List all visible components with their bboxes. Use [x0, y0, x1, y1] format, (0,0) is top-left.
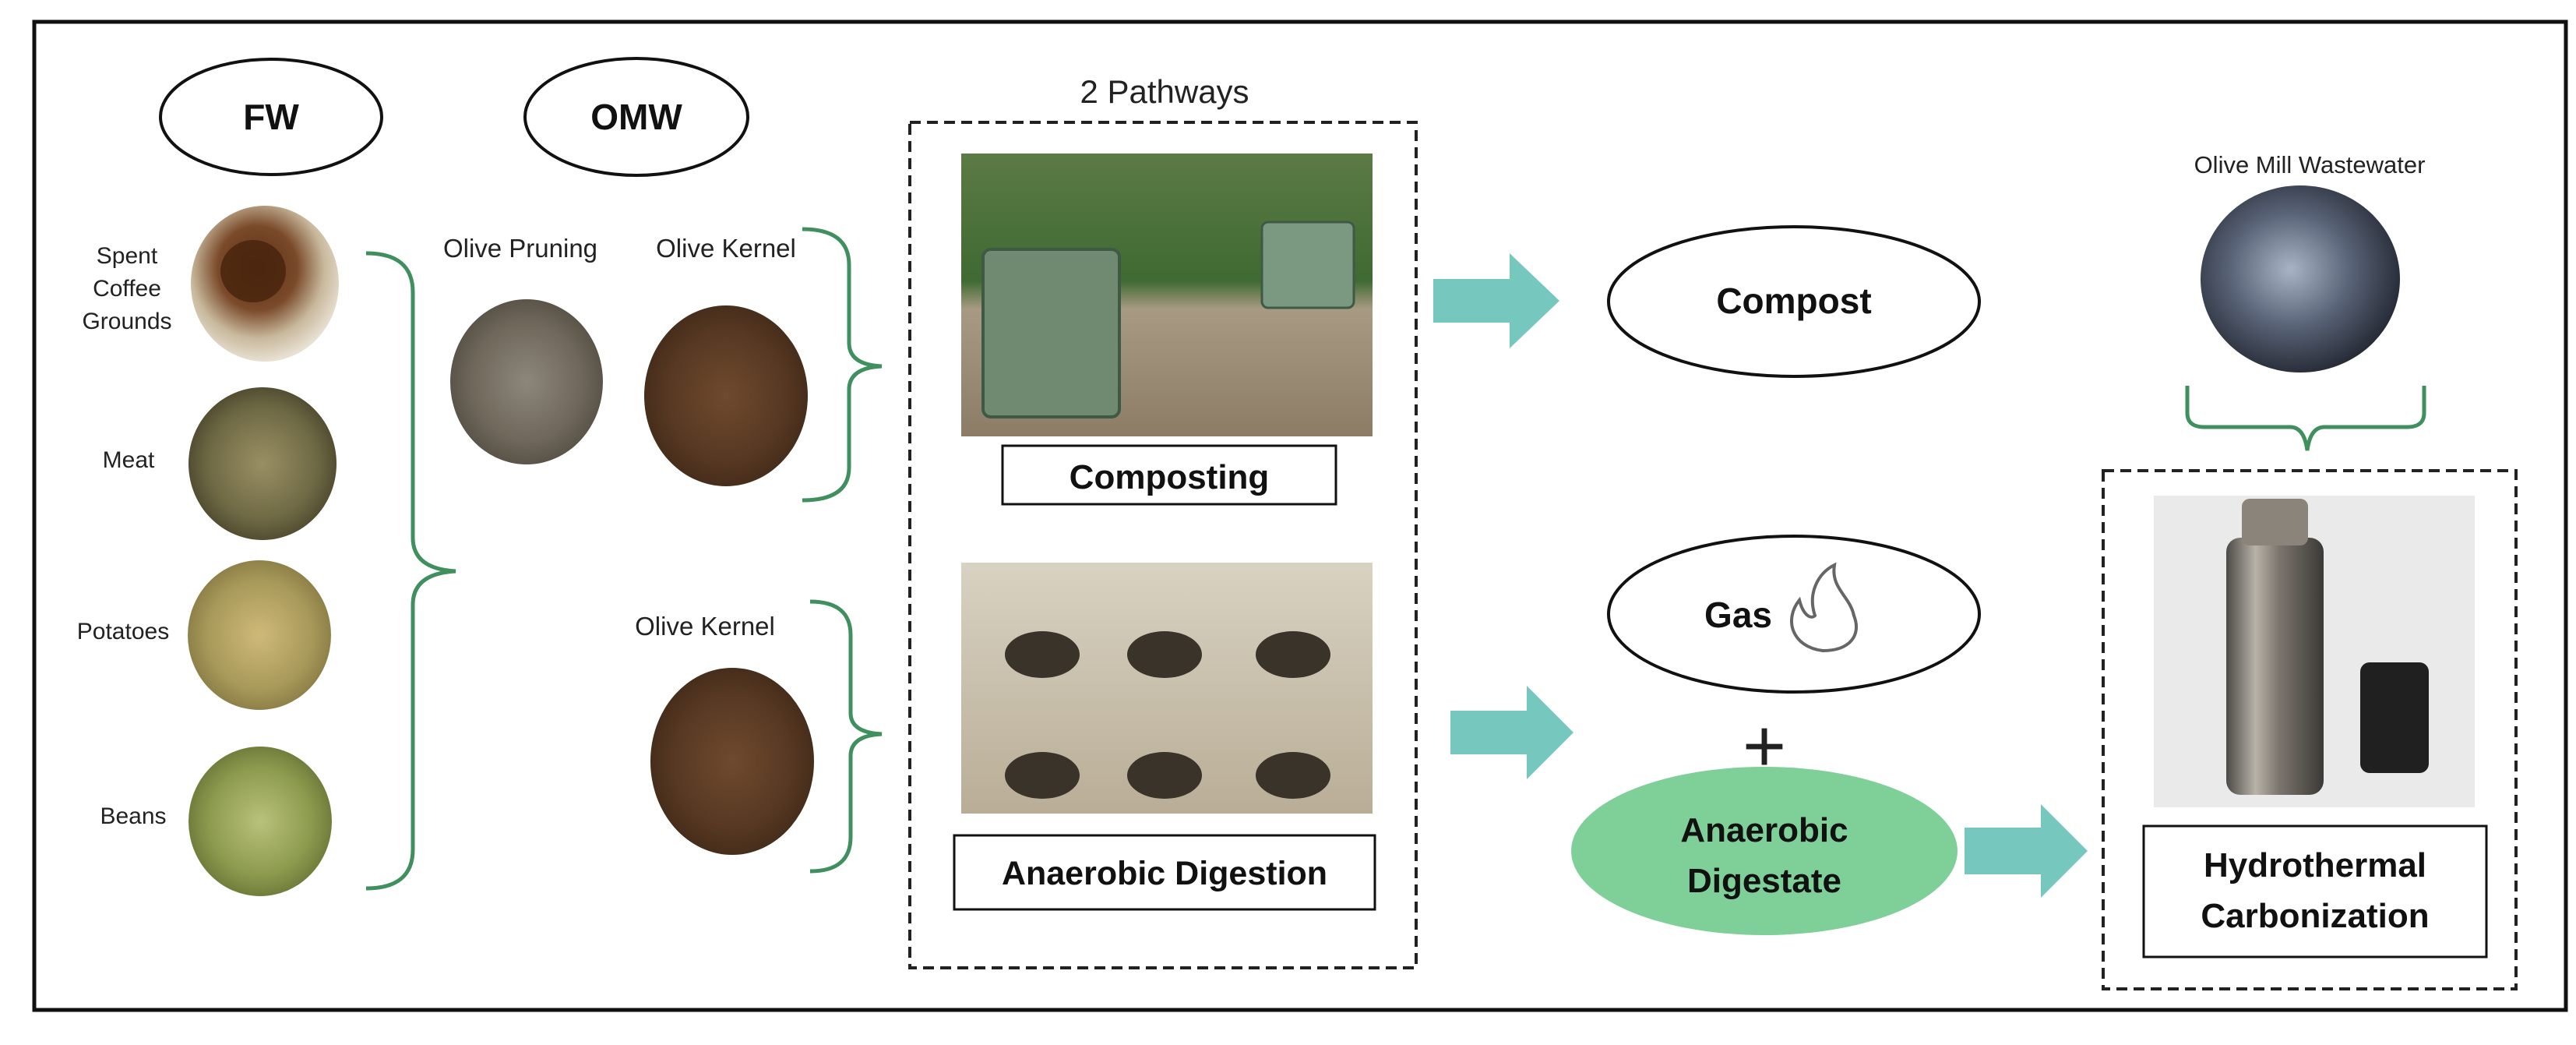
- spent-coffee-image-detail: [220, 240, 286, 302]
- htc-box: [2102, 469, 2518, 990]
- flame-icon: [1790, 562, 1859, 653]
- olive-mill-wastewater-label: Olive Mill Wastewater: [2194, 151, 2426, 178]
- olive-mill-wastewater-image: [2201, 185, 2400, 372]
- olive-pruning-label: Olive Pruning: [443, 234, 597, 263]
- arrow-to-gas: [1450, 686, 1573, 779]
- arrow-to-compost: [1433, 253, 1559, 348]
- olive-pruning-image: [450, 299, 603, 464]
- olive-kernel-top-label: Olive Kernel: [656, 234, 796, 263]
- olive-kernel-bottom-image: [650, 668, 814, 855]
- omw-brace-bottom: [809, 599, 883, 874]
- fw-brace: [365, 251, 456, 891]
- fw-ellipse: [159, 58, 383, 176]
- anaerobic-digestion-photo: [961, 563, 1373, 814]
- hydrothermal-reactor-photo: [2154, 496, 2475, 807]
- digestate-ellipse: [1571, 767, 1958, 935]
- arrow-to-htc: [1965, 804, 2088, 898]
- fw-item-potatoes-label: Potatoes: [77, 619, 169, 644]
- omw-label: OMW: [590, 97, 682, 137]
- compost-ellipse: [1607, 225, 1981, 378]
- wastewater-brace: [2185, 386, 2426, 451]
- fw-item-meat-label: Meat: [103, 447, 155, 473]
- olive-kernel-top-image: [644, 305, 808, 486]
- omw-ellipse: [523, 57, 749, 177]
- gas-label: Gas: [1704, 595, 1772, 635]
- composting-label-box: [1001, 444, 1337, 506]
- potatoes-image: [188, 560, 331, 710]
- meat-image: [189, 387, 337, 540]
- fw-item-beans-label: Beans: [100, 803, 166, 829]
- composting-photo: [961, 154, 1373, 436]
- fw-label: FW: [243, 97, 299, 137]
- anaerobic-digestion-label-box: [953, 834, 1376, 911]
- composting-label: Composting: [1070, 458, 1270, 496]
- beans-image: [189, 747, 332, 896]
- pathways-box: [908, 121, 1418, 969]
- anaerobic-digestion-label: Anaerobic Digestion: [1002, 855, 1327, 892]
- olive-kernel-bottom-label: Olive Kernel: [635, 612, 775, 641]
- pathways-title: 2 Pathways: [1080, 73, 1249, 110]
- compost-label: Compost: [1716, 281, 1871, 321]
- htc-label-box: [2142, 824, 2488, 959]
- omw-brace-top: [802, 227, 883, 503]
